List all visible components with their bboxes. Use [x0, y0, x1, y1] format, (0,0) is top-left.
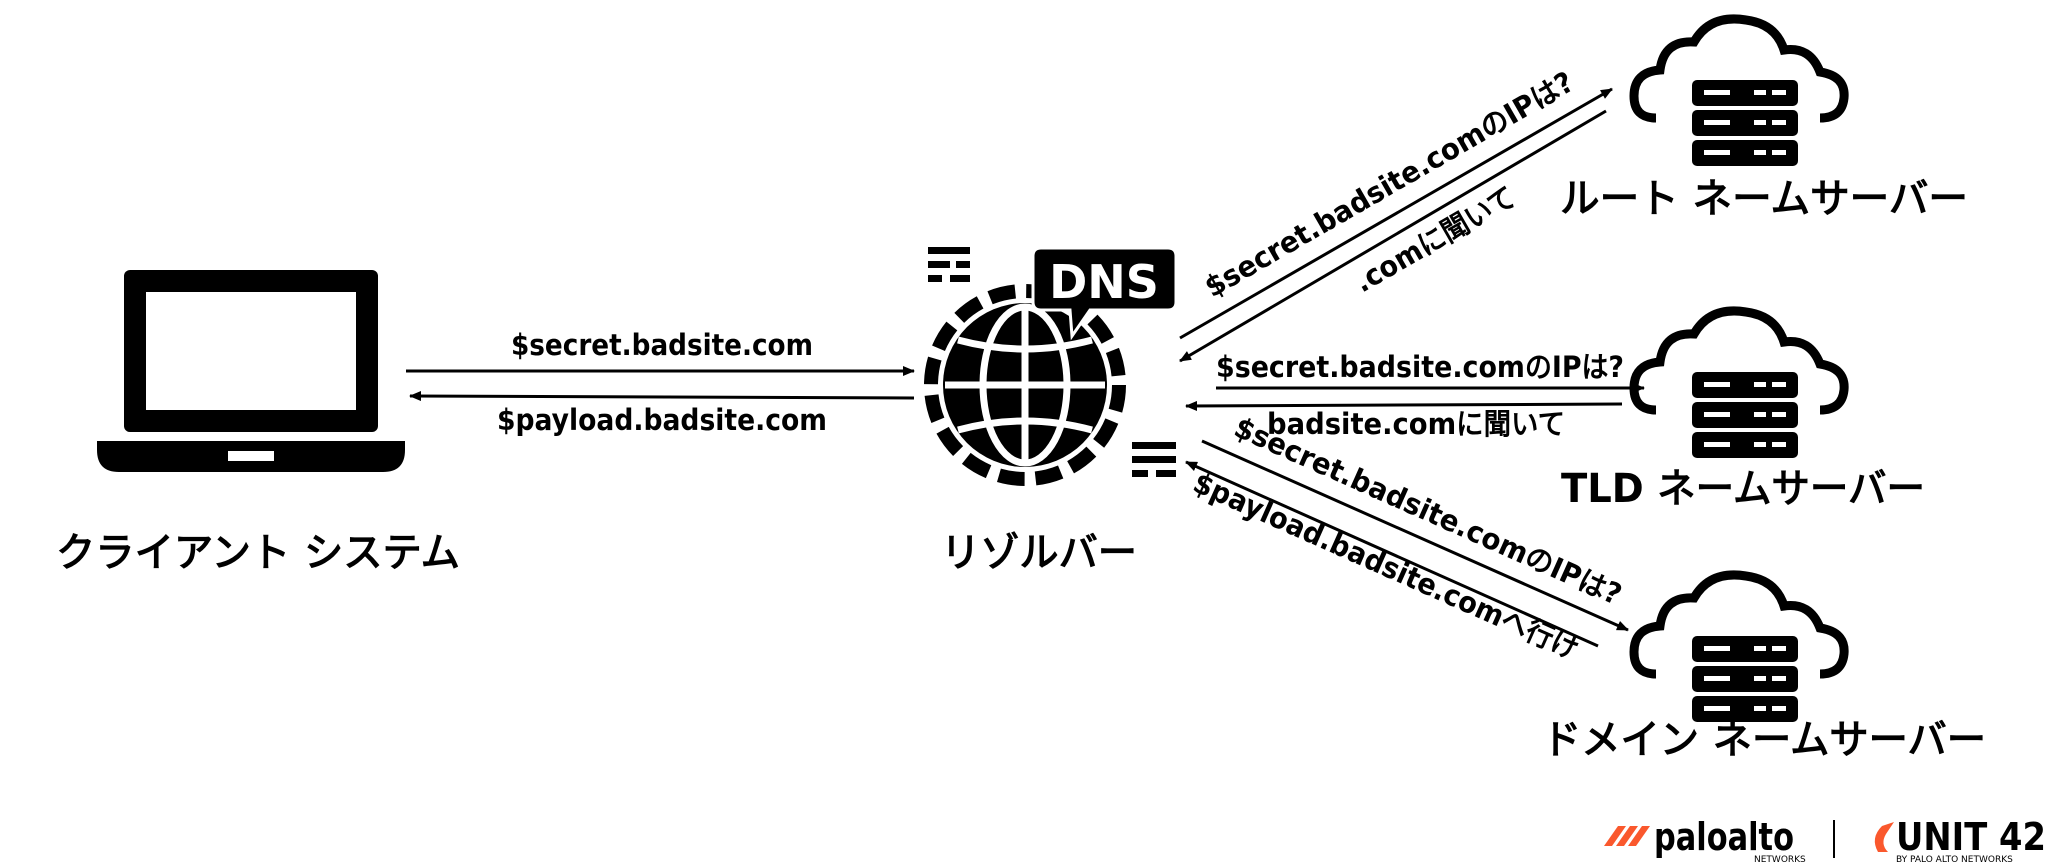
svg-text:DNS: DNS — [1049, 255, 1159, 309]
edge-label-resolver-to-client: $payload.badsite.com — [497, 403, 827, 437]
paloalto-wordmark: paloalto — [1654, 815, 1794, 859]
arrow-resolver-to-domain — [1201, 439, 1629, 632]
unit42-wordmark: UNIT 42 — [1896, 815, 2046, 859]
paloalto-mark-icon — [1604, 826, 1650, 846]
paloalto-logo: paloalto NETWORKS — [1604, 815, 1806, 865]
unit42-mark-icon — [1874, 822, 1894, 852]
paloalto-sub: NETWORKS — [1754, 855, 1806, 865]
arrow-domain-to-resolver — [1185, 460, 1599, 648]
domain-label: ドメイン ネームサーバー — [1542, 717, 1986, 763]
arrow-root-to-resolver — [1179, 109, 1607, 363]
resolver-label: リゾルバー — [941, 530, 1137, 576]
client-label: クライアント システム — [56, 530, 460, 576]
dns-globe-icon: DNS — [924, 246, 1178, 486]
unit42-logo: UNIT 42 BY PALO ALTO NETWORKS — [1874, 815, 2046, 865]
arrow-resolver-to-root — [1179, 87, 1613, 340]
arrow-resolver-to-client — [409, 391, 915, 402]
cloud-server-icon-tld — [1629, 306, 1849, 458]
cloud-server-icon-domain — [1629, 570, 1849, 722]
edge-label-resolver-to-tld: $secret.badsite.comのIPは? — [1216, 350, 1624, 384]
laptop-icon — [97, 270, 405, 472]
arrow-tld-to-resolver — [1185, 400, 1623, 411]
cloud-server-icon-root — [1629, 14, 1849, 166]
root-label: ルート ネームサーバー — [1560, 176, 1968, 222]
tld-label: TLD ネームサーバー — [1561, 466, 1925, 512]
unit42-sub: BY PALO ALTO NETWORKS — [1896, 855, 2013, 865]
edge-label-tld-to-resolver: badsite.comに聞いて — [1267, 407, 1565, 441]
edge-label-client-to-resolver: $secret.badsite.com — [511, 328, 813, 362]
